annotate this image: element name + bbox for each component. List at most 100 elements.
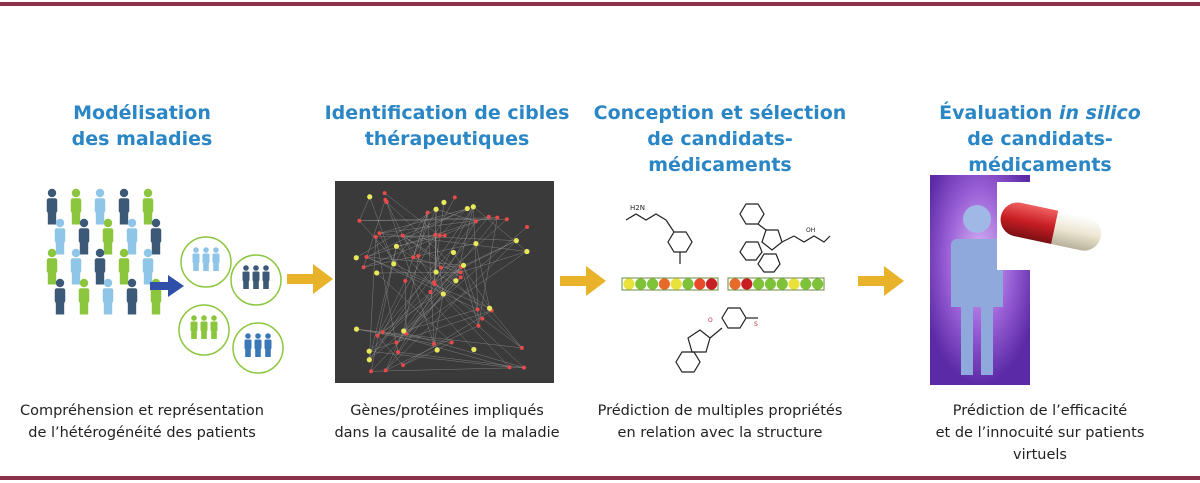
network-node [375, 333, 380, 338]
person-icon [252, 265, 260, 289]
svg-text:OH: OH [806, 227, 815, 234]
right-arrow-icon [858, 266, 906, 296]
network-node [391, 261, 397, 267]
network-node [433, 269, 439, 275]
network-node [524, 248, 530, 255]
network-node [442, 233, 447, 238]
network-node [395, 350, 400, 355]
network-node [431, 280, 436, 285]
stage-title: Modélisation des maladies [71, 102, 213, 150]
stage-caption: Prédiction de multiples propriétés en re… [597, 403, 843, 441]
network-graph-icon [335, 181, 554, 383]
network-node [353, 255, 359, 261]
network-node [476, 323, 481, 328]
person-icon [46, 188, 58, 225]
stage-caption: Compréhension et représentation de l’hét… [19, 403, 264, 441]
network-node [364, 255, 369, 260]
network-node [383, 197, 388, 202]
svg-text:O: O [708, 317, 713, 324]
network-node [431, 341, 436, 346]
network-node [519, 345, 524, 350]
person-icon [54, 218, 66, 255]
network-node [473, 219, 478, 224]
top-rule [0, 2, 1200, 6]
person-icon [126, 218, 138, 255]
person-icon [212, 247, 220, 271]
stage-caption: Gènes/protéines impliqués dans la causal… [334, 403, 560, 441]
person-icon [102, 278, 114, 315]
person-icon [118, 188, 130, 225]
network-node [486, 305, 493, 311]
network-node [383, 368, 388, 373]
network-node [353, 326, 360, 332]
person-icon [262, 265, 270, 289]
network-node [367, 194, 373, 200]
network-node [437, 233, 442, 238]
network-node [373, 234, 378, 239]
network-node [464, 205, 470, 212]
stage-title: Identification de cibles thérapeutiques [324, 102, 570, 150]
person-icon [142, 248, 154, 285]
network-node [361, 265, 366, 270]
people-crowd-icon [40, 185, 165, 325]
network-node [440, 291, 446, 297]
network-node [400, 233, 405, 238]
network-node [507, 365, 512, 370]
bottom-rule [0, 476, 1200, 480]
person-icon [94, 188, 106, 225]
network-node [401, 363, 406, 368]
network-node [434, 347, 440, 353]
network-node [374, 270, 380, 276]
network-node [475, 307, 480, 312]
pill-capsule-icon [997, 182, 1109, 270]
network-node [366, 348, 372, 354]
person-icon [190, 315, 198, 339]
network-node [450, 249, 457, 256]
network-node [525, 225, 530, 230]
person-icon [192, 247, 200, 271]
network-node [453, 278, 459, 284]
network-node [470, 204, 476, 210]
person-icon [254, 333, 262, 357]
network-node [369, 369, 374, 374]
person-icon [70, 248, 82, 285]
network-node [480, 316, 485, 321]
person-icon [202, 247, 210, 271]
network-node [522, 365, 527, 370]
person-icon [150, 218, 162, 255]
person-icon [126, 278, 138, 315]
network-node [439, 265, 444, 270]
network-node [357, 218, 362, 223]
network-node [513, 238, 519, 244]
person-icon [210, 315, 218, 339]
stage-title: Conception et sélection de candidats-méd… [593, 102, 847, 176]
person-icon [78, 218, 90, 255]
network-node [441, 199, 447, 205]
right-arrow-icon [287, 264, 335, 294]
person-icon [46, 248, 58, 285]
network-node [401, 328, 407, 334]
person-icon [200, 315, 208, 339]
network-node [486, 214, 491, 219]
network-node [403, 278, 408, 283]
person-icon [142, 188, 154, 225]
network-node [393, 243, 400, 249]
network-node [411, 255, 416, 260]
network-node [366, 357, 372, 363]
network-node [428, 290, 433, 295]
person-icon [264, 333, 272, 357]
person-icon [118, 248, 130, 285]
person-icon [70, 188, 82, 225]
network-node [380, 330, 385, 335]
svg-text:S: S [754, 321, 758, 328]
person-icon [78, 278, 90, 315]
network-node [458, 270, 463, 275]
svg-text:H2N: H2N [630, 204, 645, 212]
person-icon [244, 333, 252, 357]
patient-group-icon [178, 232, 286, 382]
network-node [449, 340, 454, 345]
network-node [416, 254, 421, 259]
stage-caption: Prédiction de l’efficacité et de l’innoc… [935, 403, 1145, 463]
person-icon [242, 265, 250, 289]
blue-arrow-icon [150, 275, 186, 297]
